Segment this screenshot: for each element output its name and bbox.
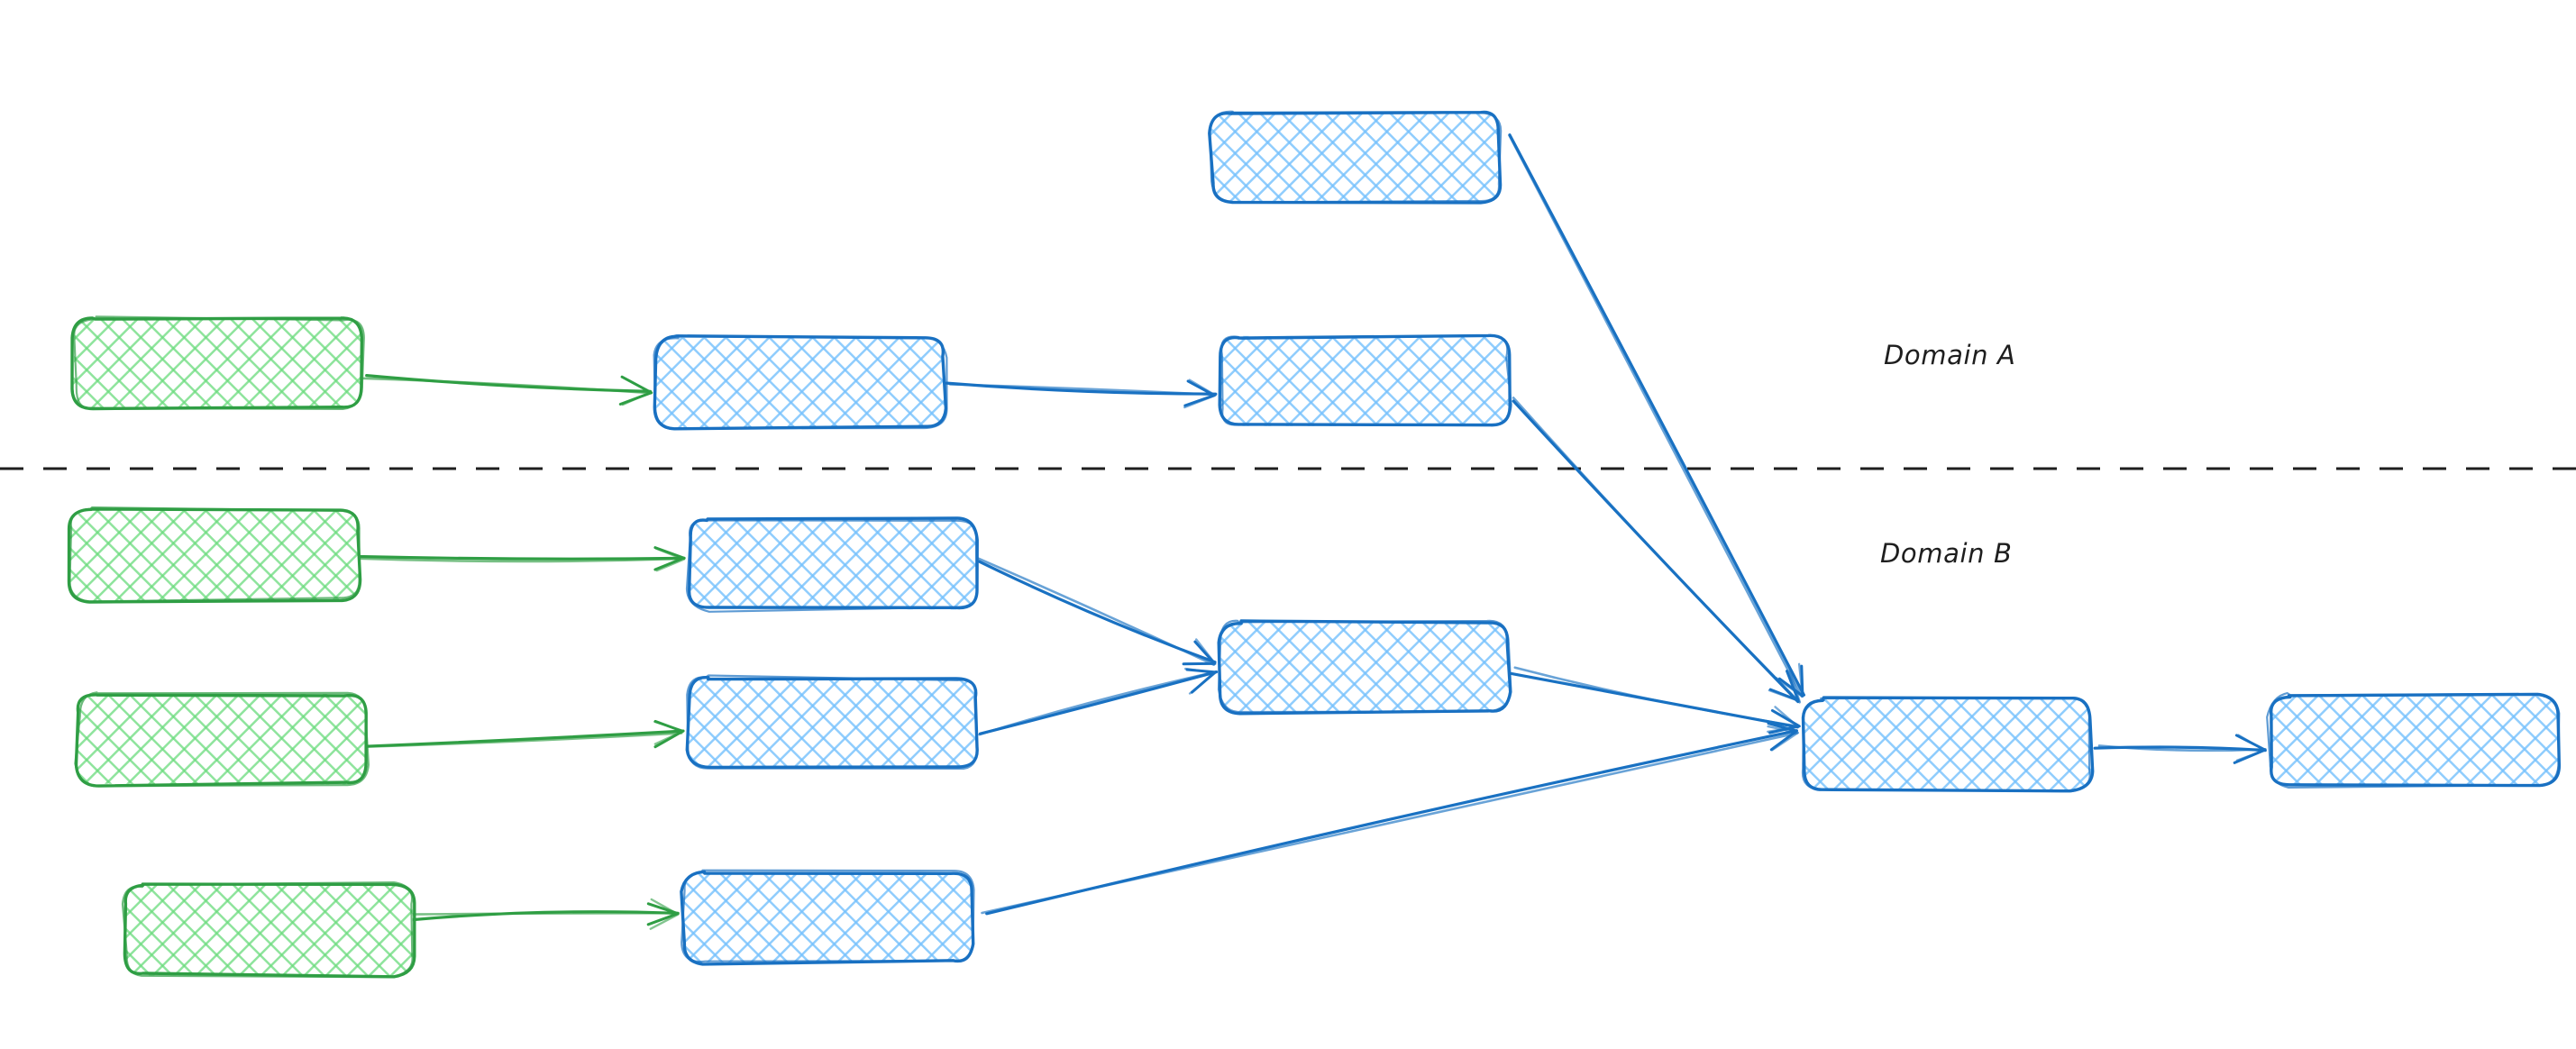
node-fill (689, 518, 978, 610)
node-a-end-1[interactable] (1218, 333, 1512, 427)
node-outline-2 (685, 519, 978, 613)
node-b-mid-2[interactable] (685, 674, 979, 771)
node-b-src-3[interactable] (121, 881, 416, 979)
edge-a-end-1-to-b-join-2 (1512, 397, 1801, 704)
node-fill (1219, 335, 1509, 426)
edge-b-mid-3-to-b-join-2 (981, 722, 1799, 916)
edge-b-join-2-to-b-out-1 (2093, 734, 2267, 764)
node-outline-2 (686, 674, 979, 771)
node-fill (123, 884, 414, 976)
edge-a-src-1-to-a-mid-1 (361, 374, 653, 406)
node-outline-2 (681, 869, 975, 963)
node-b-mid-3[interactable] (680, 869, 975, 966)
node-b-join-1[interactable] (1217, 619, 1512, 716)
edge-b-src-1-to-b-mid-1 (356, 546, 686, 572)
node-fill (688, 677, 977, 768)
node-outline-2 (1220, 334, 1512, 427)
node-fill (78, 693, 367, 785)
node-outline-2 (73, 315, 365, 410)
node-fill (1210, 111, 1501, 203)
node-a-mid-1[interactable] (653, 334, 948, 431)
node-outline-2 (1209, 110, 1503, 204)
node-outline-2 (1801, 697, 2091, 793)
node-fill (1802, 698, 2092, 790)
edge-b-join-1-to-b-join-2 (1510, 666, 1801, 734)
edge-a-mid-1-to-a-end-1 (945, 379, 1218, 409)
node-outline-2 (121, 881, 414, 979)
node-a-top-1[interactable] (1208, 110, 1503, 205)
node-fill (655, 337, 945, 429)
domain-b-label: Domain B (1880, 538, 2013, 569)
edge-b-mid-2-to-b-join-1 (978, 667, 1219, 736)
node-fill (683, 871, 973, 962)
node-fill (73, 317, 362, 409)
edge-layer (356, 133, 2267, 930)
edge-a-top-1-to-b-join-2 (1508, 133, 1805, 698)
node-fill (1220, 621, 1510, 713)
node-b-src-1[interactable] (67, 506, 362, 604)
node-layer (67, 110, 2562, 979)
node-fill (69, 509, 360, 601)
edge-b-src-2-to-b-mid-2 (362, 719, 685, 749)
node-outline-2 (2266, 692, 2561, 789)
edge-b-mid-1-to-b-join-1 (977, 557, 1217, 666)
node-b-out-1[interactable] (2266, 692, 2562, 789)
node-outline-2 (653, 334, 948, 430)
node-fill (2269, 695, 2559, 786)
node-outline-2 (69, 506, 361, 603)
node-b-join-2[interactable] (1801, 696, 2095, 793)
node-outline-2 (1217, 619, 1512, 714)
node-outline-2 (74, 691, 370, 788)
node-a-src-1[interactable] (70, 315, 365, 411)
node-b-src-2[interactable] (74, 691, 370, 788)
edge-b-src-3-to-b-mid-3 (409, 898, 680, 930)
domain-a-label: Domain A (1884, 340, 2016, 370)
node-b-mid-1[interactable] (685, 516, 979, 613)
